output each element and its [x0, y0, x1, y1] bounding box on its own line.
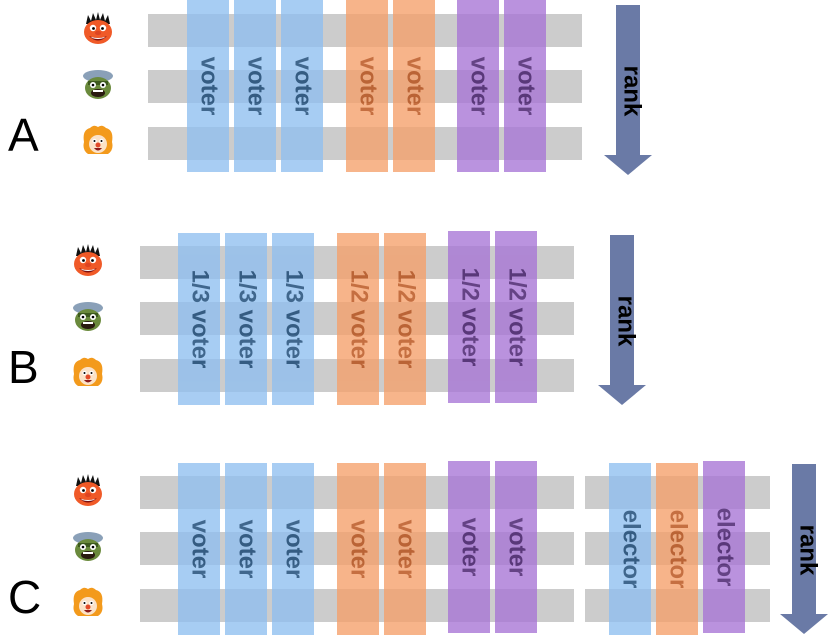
oscar-face-icon [72, 300, 104, 334]
voter-label: voter [392, 519, 419, 579]
voter-column: voter [346, 0, 388, 172]
rank-label: rank [612, 295, 640, 347]
voter-column: voter [393, 0, 435, 172]
voter-label: voter [280, 519, 307, 579]
rank-arrow-shaft [616, 5, 640, 155]
voter-label: voter [345, 519, 372, 579]
oscar-face-icon [82, 68, 114, 102]
elector-column: elector [703, 461, 745, 633]
voter-column: voter [504, 0, 546, 172]
voter-label: voter [401, 56, 428, 116]
elector-column: elector [609, 463, 651, 635]
voter-column: voter [337, 463, 379, 635]
voter-column: voter [187, 0, 229, 172]
voter-label: voter [289, 56, 316, 116]
voter-column: voter [225, 463, 267, 635]
voter-label: 1/3 voter [280, 269, 307, 369]
elector-label: elector [711, 507, 739, 587]
ernie-face-icon [72, 244, 104, 278]
rank-arrow: rank [780, 464, 828, 636]
panel-label-a: A [8, 109, 39, 161]
voter-column: voter [457, 0, 499, 172]
rank-arrow-head [598, 385, 646, 405]
orange-hair-face-icon [72, 356, 104, 390]
voter-label: voter [242, 56, 269, 116]
voter-column: voter [281, 0, 323, 172]
voter-column: 1/2 voter [384, 233, 426, 405]
voter-label: voter [512, 56, 539, 116]
panel-label-b: B [8, 341, 39, 393]
rank-arrow: rank [598, 235, 646, 405]
panel-label-c: C [8, 571, 42, 623]
voter-column: voter [234, 0, 276, 172]
rank-arrow-shaft [792, 464, 816, 614]
voter-column: 1/3 voter [178, 233, 220, 405]
rank-arrow-head [604, 155, 652, 175]
voter-label: 1/2 voter [456, 267, 483, 367]
panel-a: A voter voter voter voter voter voter vo… [0, 0, 830, 200]
voter-column: voter [178, 463, 220, 635]
rank-arrow-shaft [610, 235, 634, 385]
panel-b: B 1/3 voter 1/3 voter 1/3 voter 1/2 vote… [0, 228, 830, 418]
elector-column: elector [656, 463, 698, 635]
voter-column: 1/2 voter [495, 231, 537, 403]
rank-arrow: rank [604, 5, 652, 175]
voter-label: 1/2 voter [345, 269, 372, 369]
elector-label: elector [664, 509, 692, 589]
voter-label: voter [503, 517, 530, 577]
orange-hair-face-icon [82, 124, 114, 158]
ernie-face-icon [82, 12, 114, 46]
voter-column: voter [272, 463, 314, 635]
voter-column: 1/2 voter [337, 233, 379, 405]
voter-label: voter [195, 56, 222, 116]
ernie-face-icon [72, 474, 104, 508]
voter-label: 1/3 voter [233, 269, 260, 369]
voter-label: voter [465, 56, 492, 116]
voter-label: 1/2 voter [503, 267, 530, 367]
rank-label: rank [618, 65, 646, 117]
voter-label: voter [233, 519, 260, 579]
voter-label: 1/2 voter [392, 269, 419, 369]
orange-hair-face-icon [72, 586, 104, 620]
panel-c: C voter voter voter voter voter voter vo… [0, 458, 830, 636]
voter-label: voter [186, 519, 213, 579]
rank-label: rank [794, 524, 822, 576]
voter-column: 1/3 voter [272, 233, 314, 405]
voter-column: voter [448, 461, 490, 633]
voter-label: 1/3 voter [186, 269, 213, 369]
voter-column: voter [495, 461, 537, 633]
elector-label: elector [617, 509, 645, 589]
oscar-face-icon [72, 530, 104, 564]
voter-column: voter [384, 463, 426, 635]
rank-arrow-head [780, 614, 828, 634]
voter-label: voter [456, 517, 483, 577]
voter-column: 1/2 voter [448, 231, 490, 403]
voter-column: 1/3 voter [225, 233, 267, 405]
voter-label: voter [354, 56, 381, 116]
